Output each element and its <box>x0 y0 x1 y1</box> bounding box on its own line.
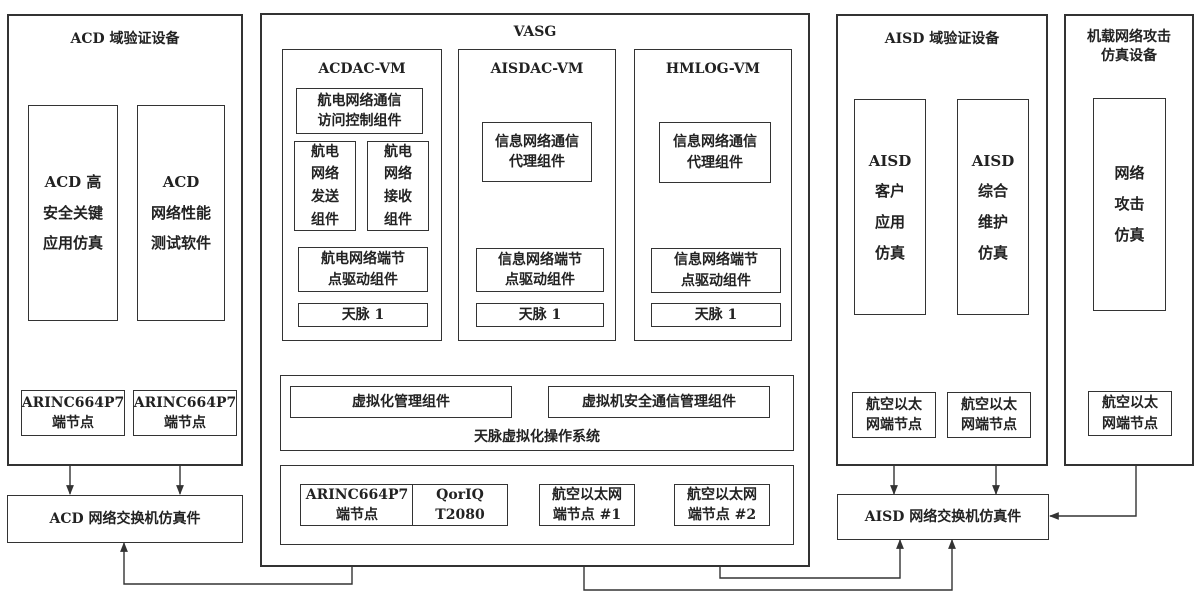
acd-device-title: ACD 域验证设备 <box>70 31 180 47</box>
hmlog-tianmai-os: 天脉 1 <box>651 303 781 327</box>
aviation-ethernet-node-1: 航空以太网 端节点 #1 <box>539 484 635 526</box>
tianmai-virtualization-os-label: 天脉虚拟化操作系统 <box>474 429 600 445</box>
vasg-title: VASG <box>513 24 557 40</box>
aisd-device-title: AISD 域验证设备 <box>884 31 1000 47</box>
avionics-access-control-component: 航电网络通信 访问控制组件 <box>296 88 423 134</box>
aisdac-vm-title: AISDAC-VM <box>490 61 584 77</box>
acd-network-switch-sim: ACD 网络交换机仿真件 <box>7 495 243 543</box>
aisdac-proxy-component: 信息网络通信 代理组件 <box>482 122 592 182</box>
aisd-device: AISD 域验证设备 AISD 客户 应用 仿真 AISD 综合 维护 仿真 航… <box>836 14 1048 466</box>
hmlog-vm-title: HMLOG-VM <box>665 61 761 77</box>
attack-ethernet-node: 航空以太 网端节点 <box>1088 391 1172 436</box>
tianmai-virtualization-os: 虚拟化管理组件 虚拟机安全通信管理组件 天脉虚拟化操作系统 <box>280 375 794 451</box>
acd-arinc-node-1: ARINC664P7 端节点 <box>21 390 125 436</box>
acdac-vm-title: ACDAC-VM <box>318 61 406 77</box>
vasg-hardware-layer: ARINC664P7 端节点 QorIQ T2080 航空以太网 端节点 #1 … <box>280 465 794 545</box>
vasg: VASG ACDAC-VM 航电网络通信 访问控制组件 航电 网络 发送 组件 … <box>260 13 810 567</box>
acd-perf-test-software: ACD 网络性能 测试软件 <box>137 105 225 321</box>
acd-arinc-node-2: ARINC664P7 端节点 <box>133 390 237 436</box>
aisd-network-switch-sim: AISD 网络交换机仿真件 <box>837 494 1049 540</box>
avionics-node-driver-component: 航电网络端节 点驱动组件 <box>298 247 428 292</box>
aisd-client-app-sim: AISD 客户 应用 仿真 <box>854 99 926 315</box>
aisdac-node-driver-component: 信息网络端节 点驱动组件 <box>476 248 604 292</box>
virtualization-management-component: 虚拟化管理组件 <box>290 386 512 418</box>
acd-high-safety-app-sim: ACD 高 安全关键 应用仿真 <box>28 105 118 321</box>
aisd-ethernet-node-1: 航空以太 网端节点 <box>852 392 936 438</box>
acdac-tianmai-os: 天脉 1 <box>298 303 428 327</box>
airborne-attack-sim-device: 机载网络攻击 仿真设备 网络 攻击 仿真 航空以太 网端节点 <box>1064 14 1194 466</box>
avionics-send-component: 航电 网络 发送 组件 <box>294 141 356 231</box>
qoriq-t2080: QorIQ T2080 <box>412 484 508 526</box>
network-attack-sim: 网络 攻击 仿真 <box>1093 98 1166 311</box>
vasg-arinc-node: ARINC664P7 端节点 <box>300 484 414 526</box>
hmlog-node-driver-component: 信息网络端节 点驱动组件 <box>651 248 781 293</box>
acd-device: ACD 域验证设备 ACD 高 安全关键 应用仿真 ACD 网络性能 测试软件 … <box>7 14 243 466</box>
acdac-vm: ACDAC-VM 航电网络通信 访问控制组件 航电 网络 发送 组件 航电 网络… <box>282 49 442 341</box>
attack-device-title: 机载网络攻击 仿真设备 <box>1087 29 1171 64</box>
aisdac-vm: AISDAC-VM 信息网络通信 代理组件 信息网络端节 点驱动组件 天脉 1 <box>458 49 616 341</box>
avionics-recv-component: 航电 网络 接收 组件 <box>367 141 429 231</box>
aisdac-tianmai-os: 天脉 1 <box>476 303 604 327</box>
hmlog-proxy-component: 信息网络通信 代理组件 <box>659 122 771 183</box>
hmlog-vm: HMLOG-VM 信息网络通信 代理组件 信息网络端节 点驱动组件 天脉 1 <box>634 49 792 341</box>
aviation-ethernet-node-2: 航空以太网 端节点 #2 <box>674 484 770 526</box>
aisd-ethernet-node-2: 航空以太 网端节点 <box>947 392 1031 438</box>
aisd-integrated-maintenance-sim: AISD 综合 维护 仿真 <box>957 99 1029 315</box>
vm-secure-comm-management-component: 虚拟机安全通信管理组件 <box>548 386 770 418</box>
